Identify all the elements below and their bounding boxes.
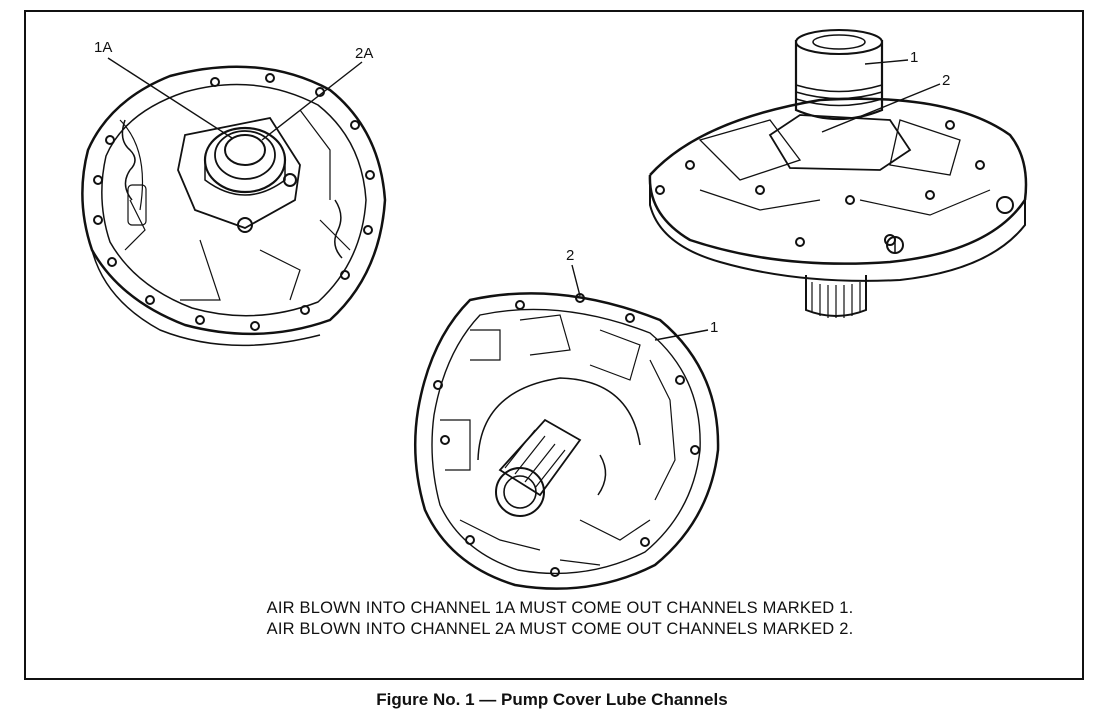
leader-lines — [107, 57, 941, 341]
pump-body-bottom-illustration — [413, 292, 720, 590]
instruction-line-1: AIR BLOWN INTO CHANNEL 1A MUST COME OUT … — [266, 599, 854, 617]
instruction-line-2: AIR BLOWN INTO CHANNEL 2A MUST COME OUT … — [266, 620, 854, 638]
pump-assembly-right-illustration — [648, 29, 1028, 318]
callout-2-bottom: 2 — [566, 247, 575, 264]
callout-1a: 1A — [94, 39, 113, 56]
callout-1-top: 1 — [910, 49, 919, 66]
pump-cover-left-illustration — [81, 65, 387, 347]
figure-caption: Figure No. 1 — Pump Cover Lube Channels — [376, 690, 728, 709]
instruction-note: AIR BLOWN INTO CHANNEL 1A MUST COME OUT … — [130, 598, 990, 640]
callout-1-bottom: 1 — [710, 319, 719, 336]
callout-2a: 2A — [355, 45, 374, 62]
callout-2-top: 2 — [942, 72, 951, 89]
figure-frame — [24, 10, 1084, 680]
